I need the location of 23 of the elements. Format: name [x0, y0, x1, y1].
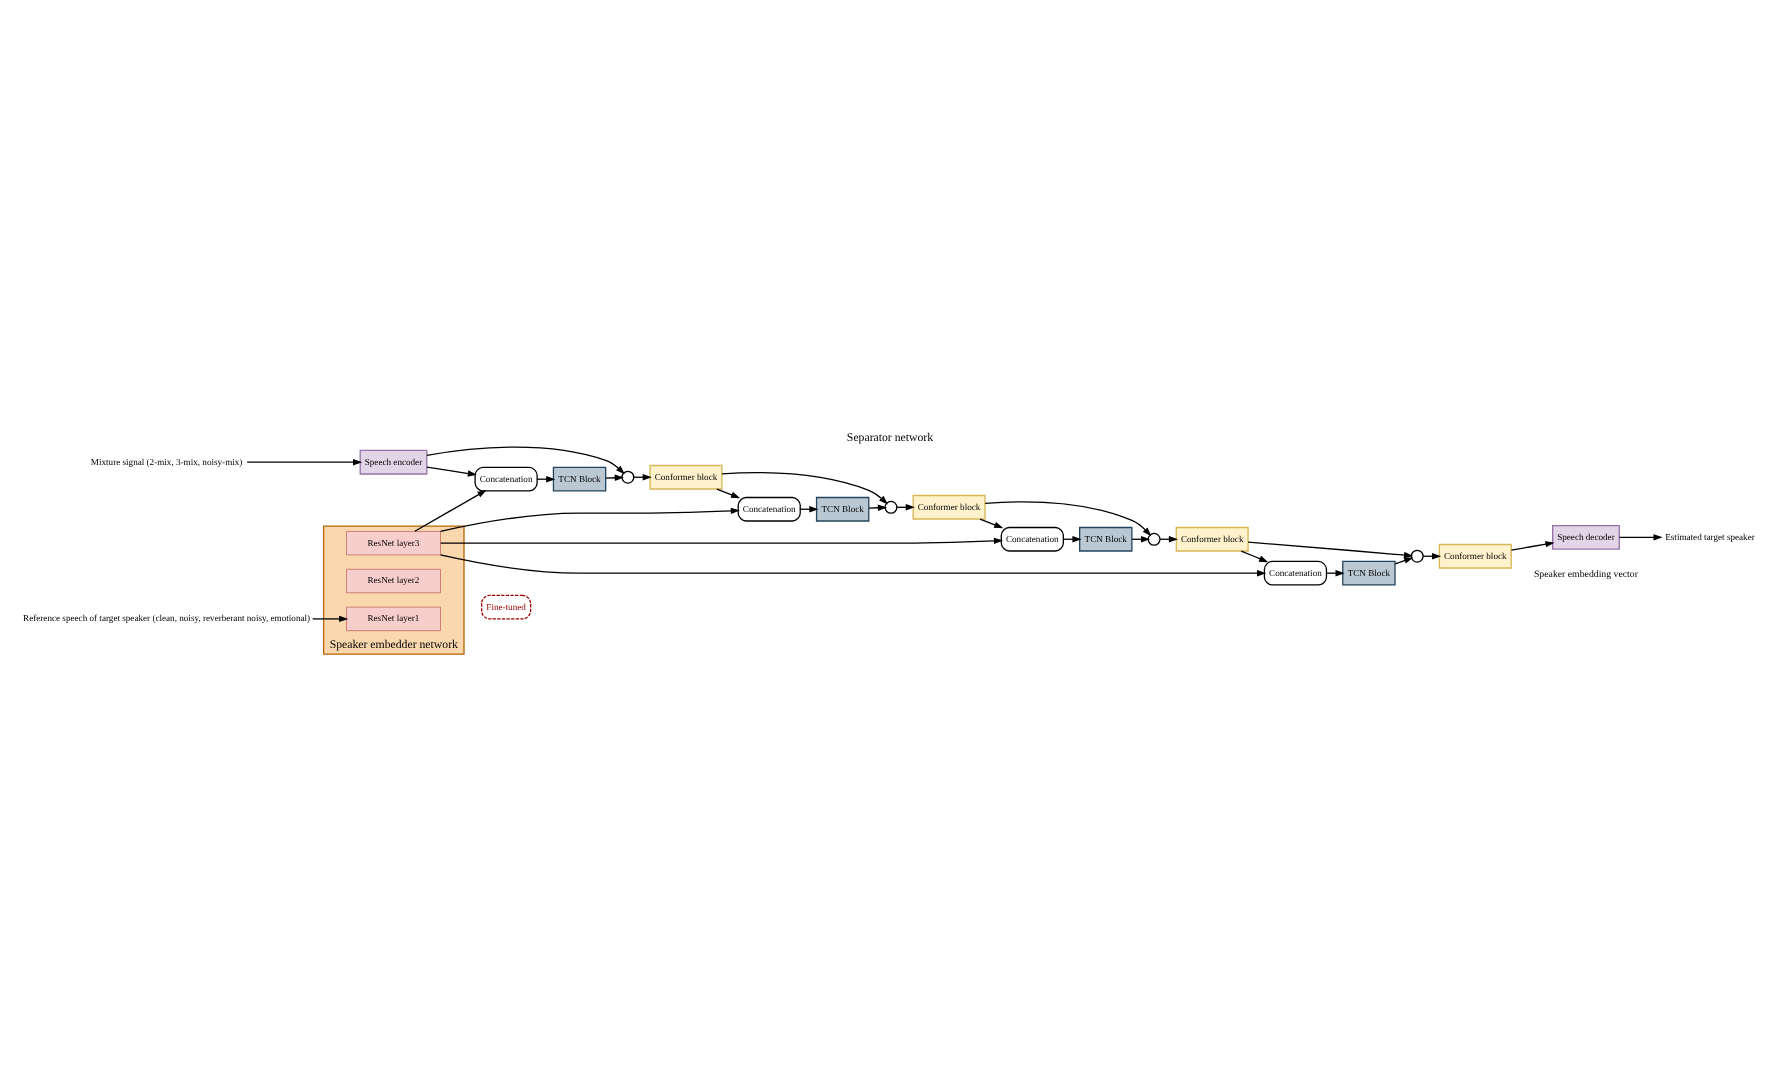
arrow [414, 490, 487, 532]
arrow [868, 504, 888, 511]
arrow [1618, 534, 1663, 541]
arrow [426, 446, 625, 475]
arrow [605, 474, 624, 481]
arrow [979, 518, 1004, 529]
arrow [1240, 550, 1269, 563]
node-circle [884, 500, 898, 514]
arrow [312, 615, 349, 623]
arrow [1510, 541, 1555, 551]
node-circle [1410, 549, 1424, 563]
arrow [716, 488, 741, 499]
node-circle [1147, 532, 1161, 546]
arrow [984, 501, 1152, 537]
arrow [246, 459, 363, 466]
arrow [440, 537, 1004, 545]
arrow [1394, 557, 1414, 565]
arrow [439, 554, 1267, 577]
arrow [1247, 541, 1414, 559]
arrow [439, 507, 740, 533]
arrow [426, 466, 477, 477]
arrow [721, 472, 888, 505]
node-circle [621, 470, 635, 484]
